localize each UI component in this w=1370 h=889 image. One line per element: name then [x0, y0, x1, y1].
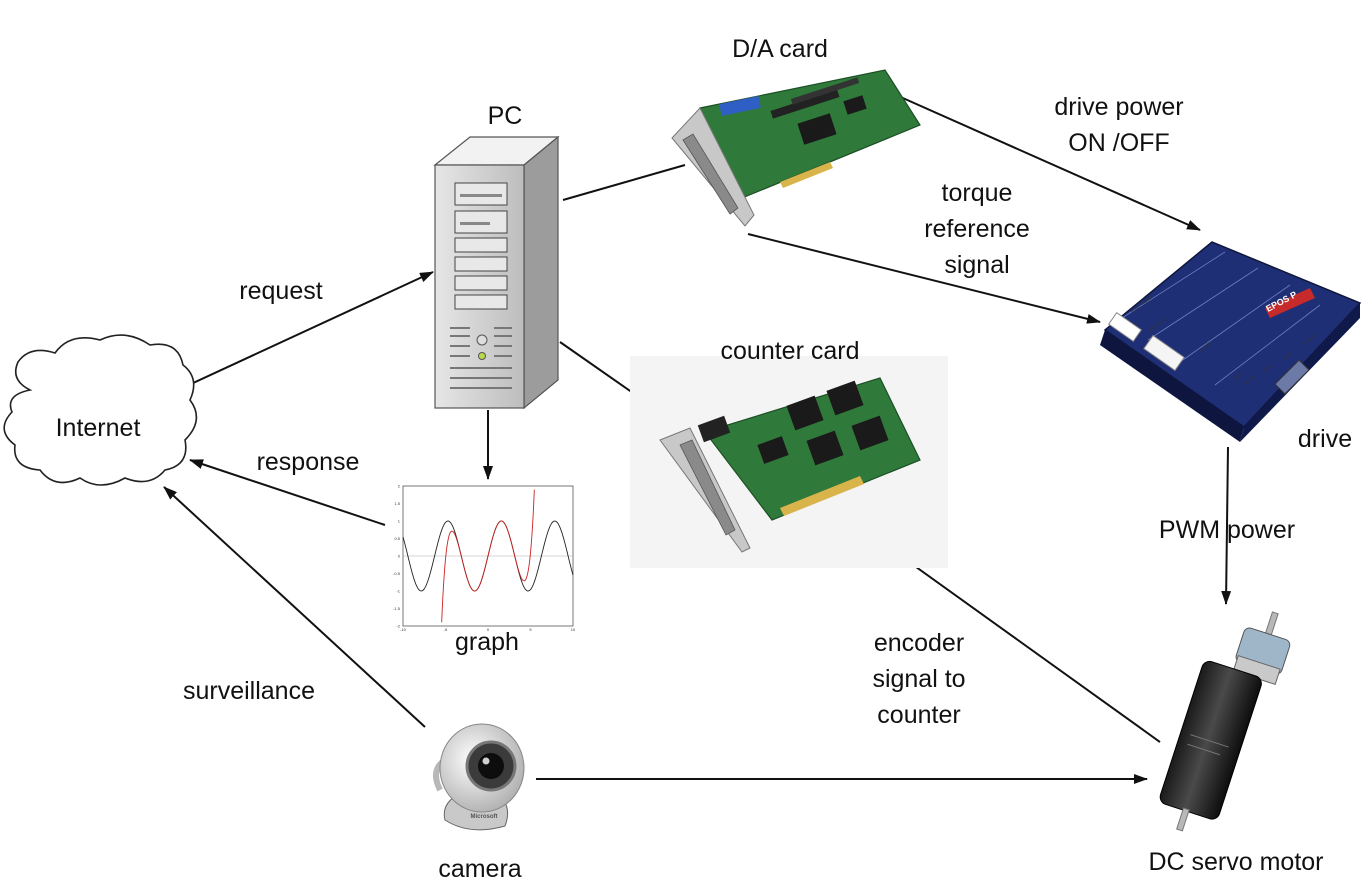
- drive-term-can-2: CAN: [1283, 352, 1293, 361]
- pwm-arrow: [1221, 446, 1232, 605]
- drive-connector: [1143, 334, 1185, 372]
- torque-label-line3: signal: [944, 251, 1009, 279]
- drive-brand-plate: [1265, 288, 1315, 318]
- pc-tower: PC: [433, 102, 560, 410]
- internet-label: Internet: [56, 414, 141, 442]
- pc-da-link: [562, 164, 686, 201]
- surveillance-arrow: [163, 486, 426, 728]
- drive-unit: Power Supply Motor Hall Sensor Encoder S…: [1100, 241, 1362, 453]
- y-tick-label: 1.5: [394, 501, 400, 506]
- da-card-label: D/A card: [732, 35, 828, 63]
- pc-side: [523, 135, 559, 410]
- approx-curve-red: [441, 489, 535, 623]
- dc-servo-motor: [1159, 611, 1291, 832]
- drive-term-signal: Signal: [1233, 370, 1245, 381]
- motor-body: [1159, 660, 1262, 820]
- response-arrow: [189, 459, 386, 526]
- counter-card: counter card: [630, 337, 948, 568]
- power-led: [478, 352, 486, 360]
- x-tick-label: 10: [571, 627, 576, 632]
- torque-arrow: [747, 233, 1101, 324]
- drive-power-label-line2: ON /OFF: [1068, 129, 1169, 157]
- counter-header: [697, 415, 731, 443]
- encoder-label-line2: signal to: [872, 665, 965, 693]
- drive-panel-lines: [1121, 251, 1321, 386]
- response-label: response: [257, 448, 360, 476]
- da-d-sub-connector: [682, 133, 739, 215]
- camera-lens: [478, 753, 504, 779]
- pc-vents: [450, 327, 512, 389]
- counter-chip: [826, 380, 864, 416]
- graph-label: graph: [455, 628, 519, 656]
- y-tick-label: -1.5: [393, 606, 401, 611]
- da-chip: [797, 113, 837, 145]
- pc-label: PC: [488, 102, 523, 130]
- motor-rear-shaft: [1176, 807, 1190, 832]
- drive-top-face: [1103, 241, 1362, 428]
- drive-bay: [454, 237, 508, 253]
- plot-ticks: -10 -5 0 5 10 2 1.5 1 0.5 0 -0.5 -1 -1.5 -2: [393, 484, 576, 633]
- webcam: Microsoft camera: [433, 723, 525, 883]
- counter-chip: [757, 436, 789, 464]
- da-gold-fingers: [780, 162, 833, 188]
- surveillance-label: surveillance: [183, 677, 315, 705]
- torque-label-line1: torque: [942, 179, 1013, 207]
- graph-plot: -10 -5 0 5 10 2 1.5 1 0.5 0 -0.5 -1 -1.5 -2 graph: [386, 481, 586, 656]
- counter-gold-fingers: [780, 476, 864, 516]
- edge-labels: request response surveillance drive powe…: [183, 93, 1295, 729]
- drive-power-arrow: [895, 94, 1201, 231]
- y-tick-label: -0.5: [393, 571, 401, 576]
- counter-d-sub-connector: [679, 439, 736, 536]
- drive-bay: [454, 256, 508, 272]
- drive-label: drive: [1298, 425, 1352, 453]
- counter-chip: [851, 415, 889, 451]
- da-chip: [843, 95, 867, 115]
- y-tick-label: -2: [396, 624, 400, 629]
- drive-bay: [454, 294, 508, 310]
- y-tick-label: 1: [398, 519, 401, 524]
- drive-d-sub: [1274, 359, 1310, 395]
- drive-connector: [1108, 311, 1142, 343]
- drive-power-label-line1: drive power: [1054, 93, 1183, 121]
- encoder-label-line3: counter: [877, 701, 960, 729]
- da-ic-row: [790, 77, 860, 105]
- power-button: [476, 334, 488, 346]
- drive-term-can-1: CAN: [1263, 364, 1273, 373]
- y-tick-label: 0.5: [394, 536, 400, 541]
- internet-cloud: Internet: [3, 334, 198, 486]
- drive-bay: [454, 275, 508, 291]
- request-label: request: [239, 277, 322, 305]
- x-tick-label: -10: [400, 627, 407, 632]
- counter-chip: [786, 395, 824, 431]
- x-tick-label: 5: [529, 627, 532, 632]
- drive-side-face: [1100, 330, 1244, 442]
- camera-brand: Microsoft: [471, 814, 498, 820]
- x-tick-label: 0: [487, 627, 490, 632]
- cloud-shape: [3, 334, 198, 486]
- motor-label: DC servo motor: [1148, 848, 1323, 876]
- da-blue-jumpers: [719, 95, 761, 117]
- da-ic-row: [770, 89, 840, 119]
- counter-chip: [806, 430, 844, 466]
- counter-card-label: counter card: [721, 337, 860, 365]
- y-tick-label: -1: [396, 589, 400, 594]
- camera-label: camera: [438, 855, 521, 883]
- x-tick-label: -5: [444, 627, 448, 632]
- da-card: D/A card: [671, 35, 921, 227]
- pwm-label: PWM power: [1159, 516, 1295, 544]
- torque-label-line2: reference: [924, 215, 1030, 243]
- encoder-label-line1: encoder: [874, 629, 964, 657]
- request-arrow: [177, 271, 434, 391]
- y-tick-label: 2: [398, 484, 401, 489]
- y-tick-label: 0: [398, 554, 401, 559]
